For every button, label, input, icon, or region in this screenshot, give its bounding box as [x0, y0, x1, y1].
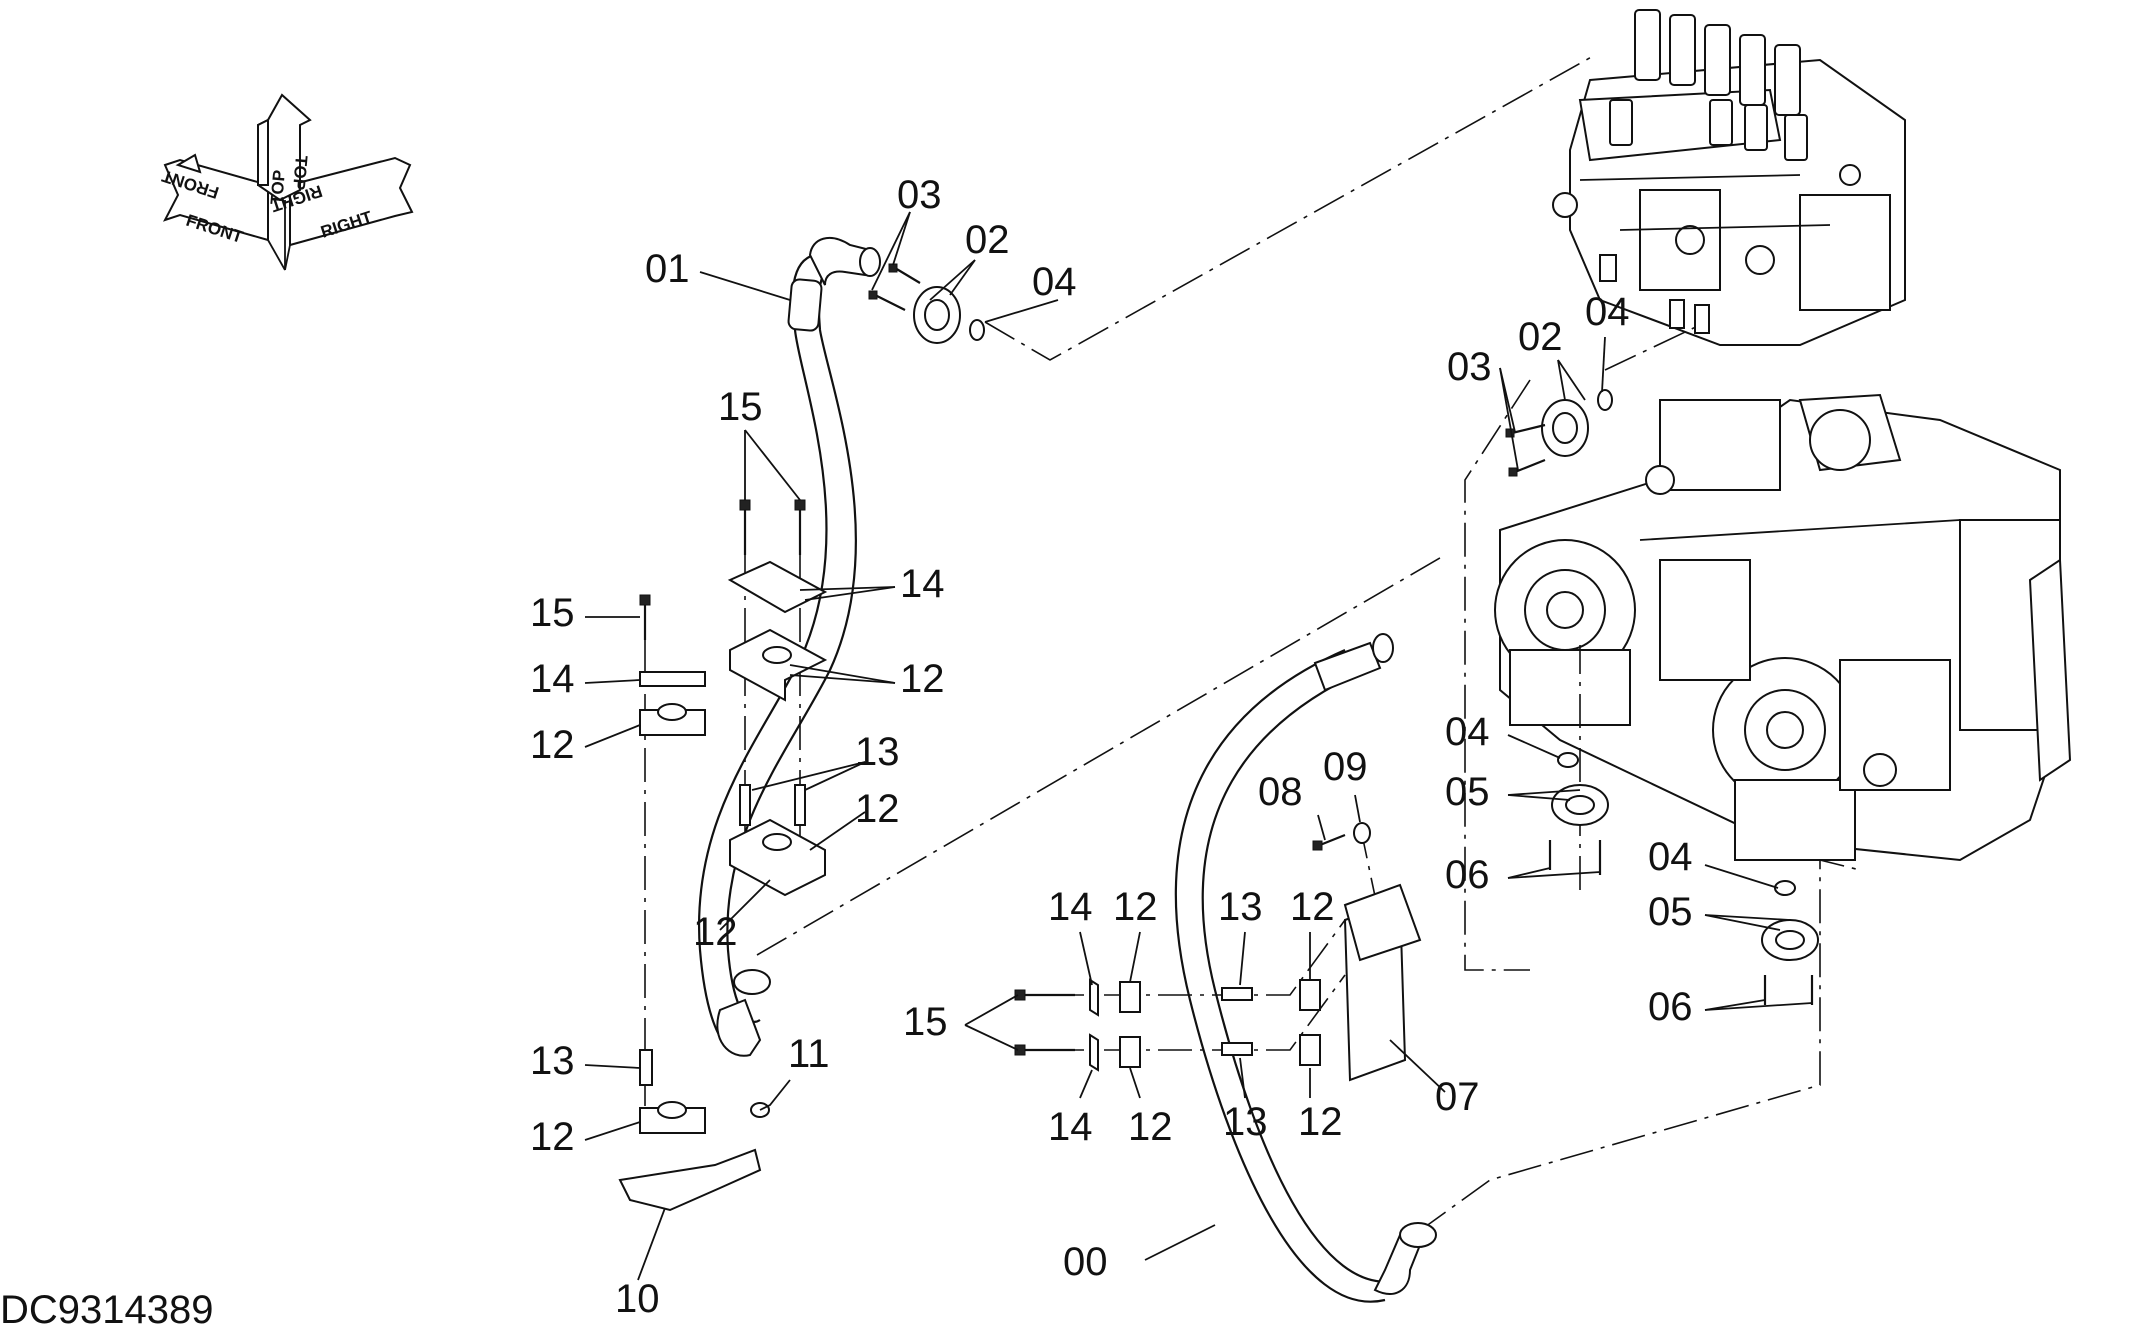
- callout-10: 10: [615, 1277, 660, 1321]
- top-label-mirror: TOP: [289, 155, 311, 191]
- pins-13-upper: [739, 784, 806, 826]
- callout-04: 04: [1032, 260, 1077, 304]
- callout-09: 09: [1323, 745, 1368, 789]
- clamps-12-bracket-left: [1119, 981, 1141, 1068]
- callout-13: 13: [530, 1039, 575, 1083]
- callout-12: 12: [530, 723, 575, 767]
- callout-12: 12: [900, 657, 945, 701]
- centerline-01-valve: [984, 54, 1596, 361]
- centerline-01-lower: [756, 554, 1446, 956]
- callout-11: 11: [788, 1032, 830, 1076]
- bolt-15-left: [639, 594, 651, 640]
- callout-12: 12: [855, 787, 900, 831]
- bolts-06-low: [1763, 975, 1814, 1005]
- callout-14: 14: [530, 657, 575, 701]
- callout-14: 14: [1048, 1105, 1093, 1149]
- callout-15: 15: [530, 591, 575, 635]
- callout-04: 04: [1648, 835, 1693, 879]
- callout-07: 07: [1435, 1075, 1480, 1119]
- o-ring-04-mid: [1557, 752, 1579, 768]
- clamp-12-upper-top: [729, 628, 828, 702]
- callout-05: 05: [1445, 770, 1490, 814]
- plate-14-upper: [727, 560, 828, 614]
- clamps-12-bracket-right: [1299, 979, 1321, 1066]
- document-id: DC9314389: [0, 1288, 214, 1332]
- orientation-icon: FRONT FRONT RIGHT RIGHT TOP TOP: [159, 93, 414, 271]
- callout-03: 03: [897, 173, 942, 217]
- callout-12: 12: [1128, 1105, 1173, 1149]
- centerline-pump-to-valve-04: [1604, 324, 1701, 371]
- callout-02: 02: [965, 218, 1010, 262]
- plates-14-bracket: [1089, 978, 1099, 1072]
- callout-12: 12: [1298, 1100, 1343, 1144]
- callout-04: 04: [1585, 290, 1630, 334]
- plate-14-left: [639, 671, 706, 687]
- o-ring-04-right: [1597, 389, 1613, 411]
- centerline-pump-03: [1464, 379, 1531, 971]
- hose-00: [1174, 633, 1437, 1303]
- callout-08: 08: [1258, 770, 1303, 814]
- callout-02: 02: [1518, 315, 1563, 359]
- callout-15: 15: [903, 1000, 948, 1044]
- flange-05-mid: [1551, 784, 1609, 826]
- clamp-12-left-top: [639, 703, 706, 736]
- bolts-15-upper: [739, 499, 806, 555]
- control-valve-assembly: [1552, 9, 1906, 346]
- callout-01: 01: [645, 247, 690, 291]
- callout-13: 13: [1218, 885, 1263, 929]
- callout-12: 12: [530, 1115, 575, 1159]
- callout-12: 12: [1113, 885, 1158, 929]
- pins-13-bracket: [1221, 987, 1253, 1056]
- bolt-08: [1312, 833, 1346, 851]
- clamp-12-upper-bottom: [729, 818, 826, 897]
- bolts-06-mid: [1548, 840, 1602, 875]
- flange-02-right: [1541, 399, 1589, 457]
- callout-13: 13: [1223, 1100, 1268, 1144]
- callout-00: 00: [1063, 1240, 1108, 1284]
- callout-15: 15: [718, 385, 763, 429]
- callout-12: 12: [693, 910, 738, 954]
- callout-05: 05: [1648, 890, 1693, 934]
- flange-02-top: [913, 286, 961, 344]
- o-ring-04-low: [1774, 880, 1796, 896]
- callout-06: 06: [1648, 985, 1693, 1029]
- pin-13-left: [639, 1049, 653, 1086]
- callout-04: 04: [1445, 710, 1490, 754]
- leader-lines: [584, 211, 1813, 1281]
- callout-labels: 01 03 02 04 15 14 12 15 14 12 13 12 12 1…: [530, 173, 1693, 1321]
- bolts-03-right: [1505, 423, 1546, 477]
- centerline-00-lower: [1417, 858, 1861, 1233]
- washer-09: [1353, 822, 1371, 844]
- callout-06: 06: [1445, 853, 1490, 897]
- bolts-15-bracket: [1014, 989, 1075, 1056]
- callout-12: 12: [1290, 885, 1335, 929]
- callout-13: 13: [855, 730, 900, 774]
- clamp-12-left-bottom: [639, 1101, 706, 1134]
- top-label: TOP: [267, 169, 289, 205]
- callout-14: 14: [900, 562, 945, 606]
- bracket-10: [618, 1148, 762, 1212]
- callout-03: 03: [1447, 345, 1492, 389]
- bracket-07-top: [1343, 883, 1422, 962]
- flange-05-low: [1761, 919, 1819, 961]
- o-ring-04-top: [969, 319, 985, 341]
- main-pump-assembly: [1494, 393, 2072, 862]
- callout-14: 14: [1048, 885, 1093, 929]
